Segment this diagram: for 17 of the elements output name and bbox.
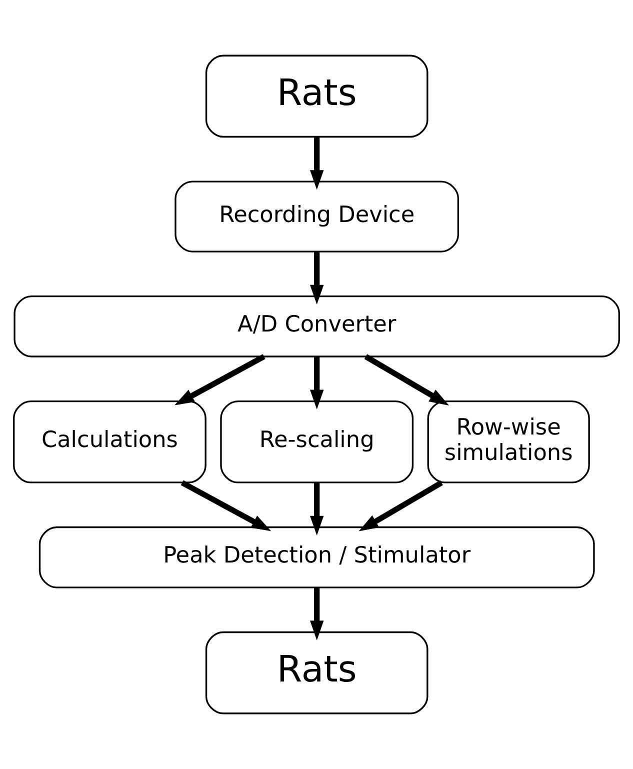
node-box: Re-scaling — [220, 400, 414, 484]
arrow — [310, 137, 324, 190]
arrow — [310, 356, 324, 410]
arrow — [180, 480, 272, 532]
arrow — [310, 252, 324, 305]
node-box: Recording Device — [174, 180, 460, 252]
node-box: Rats — [205, 54, 428, 138]
arrow — [358, 480, 443, 532]
arrow — [174, 354, 266, 406]
node-box: A/D Converter — [14, 295, 620, 358]
node-box: Row-wise simulations — [427, 400, 590, 484]
node-box: Rats — [205, 631, 428, 714]
arrow — [310, 588, 324, 640]
node-box: Calculations — [13, 400, 206, 484]
arrow — [364, 354, 450, 406]
arrow — [310, 482, 324, 536]
node-box: Peak Detection / Stimulator — [38, 526, 595, 588]
